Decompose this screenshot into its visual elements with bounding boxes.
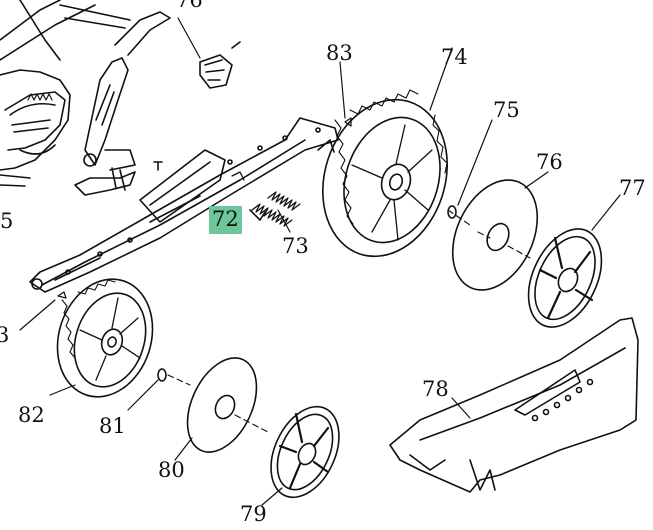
mower-housing bbox=[0, 0, 171, 196]
part-77-hubcap bbox=[527, 194, 621, 328]
part-76-disc bbox=[451, 171, 549, 291]
wheel-82 bbox=[19, 278, 154, 398]
label-72-highlighted: 72 bbox=[209, 206, 242, 234]
wheel-74 bbox=[322, 47, 453, 258]
part-76-clip bbox=[177, 17, 241, 89]
label-78: 78 bbox=[422, 377, 449, 401]
part-78-deflector bbox=[389, 317, 639, 493]
part-75-washer bbox=[447, 119, 493, 239]
label-82: 82 bbox=[18, 403, 45, 427]
spring-73 bbox=[249, 139, 335, 233]
label-76: 76 bbox=[536, 150, 563, 174]
part-81-washer bbox=[127, 368, 191, 411]
label-74: 74 bbox=[441, 45, 468, 69]
label-75: 75 bbox=[493, 98, 520, 122]
label-73: 73 bbox=[282, 234, 309, 258]
label-80: 80 bbox=[158, 458, 185, 482]
part-80-disc bbox=[174, 357, 269, 461]
part-79-hubcap bbox=[261, 405, 340, 506]
label-77: 77 bbox=[619, 176, 646, 200]
label-79: 79 bbox=[240, 502, 267, 526]
label-81: 81 bbox=[99, 414, 126, 438]
axle-bar bbox=[29, 117, 339, 293]
label-76-top: 76 bbox=[176, 0, 203, 12]
label-83: 83 bbox=[326, 41, 353, 65]
label-83-left: 3 bbox=[0, 323, 10, 347]
label-85: 5 bbox=[0, 209, 14, 233]
